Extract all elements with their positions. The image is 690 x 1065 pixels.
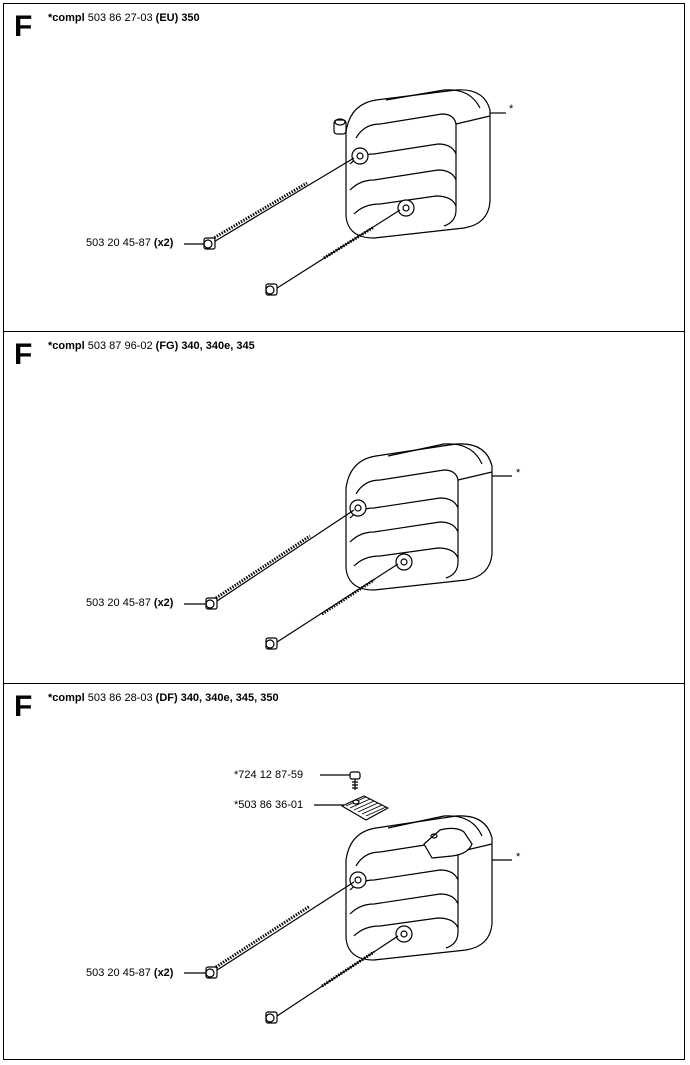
bolt-part-number: 503 20 45-87 (86, 237, 151, 249)
part-number: 503 87 96-02 (87, 340, 153, 352)
muffler-marker: * (516, 851, 521, 863)
section-letter: F (14, 338, 33, 371)
section-letter: F (14, 10, 33, 43)
bolt-label: 503 20 45-87 (x2) (86, 238, 173, 249)
title-prefix: *compl (48, 692, 85, 704)
title-prefix: *compl (48, 12, 85, 24)
screw-label: *724 12 87-59 (234, 769, 304, 781)
section-df-340: F *compl 503 86 28-03 (DF) 340, 340e, 34… (4, 683, 684, 1058)
bolt-label: 503 20 45-87 (x2) (86, 598, 173, 609)
bolt-label: 503 20 45-87 (x2) (86, 968, 173, 979)
spark-screen-label: *503 86 36-01 (234, 799, 304, 811)
bolt-part-number: 503 20 45-87 (86, 967, 151, 979)
section-title: *compl 503 86 28-03 (DF) 340, 340e, 345,… (48, 693, 279, 704)
muffler-assembly-drawing (184, 89, 506, 296)
parts-sheet: F *compl 503 86 27-03 (EU) 350 (3, 3, 685, 1060)
variant: (DF) 340, 340e, 345, 350 (155, 692, 279, 704)
section-fg-340: F *compl 503 87 96-02 (FG) 340, 340e, 34… (4, 331, 684, 683)
bolt-quantity: (x2) (153, 237, 174, 249)
variant: (FG) 340, 340e, 345 (155, 340, 255, 352)
bolt-quantity: (x2) (153, 967, 174, 979)
bolt-quantity: (x2) (153, 597, 174, 609)
section-eu-350: F *compl 503 86 27-03 (EU) 350 (4, 4, 684, 331)
section-letter: F (14, 690, 33, 723)
bolt-part-number: 503 20 45-87 (86, 597, 151, 609)
part-number: 503 86 27-03 (87, 12, 153, 24)
muffler-marker: * (516, 467, 521, 479)
muffler-assembly-drawing (184, 443, 512, 650)
part-number: 503 86 28-03 (87, 692, 153, 704)
title-prefix: *compl (48, 340, 85, 352)
muffler-assembly-drawing (184, 771, 512, 1024)
section-title: *compl 503 86 27-03 (EU) 350 (48, 13, 200, 24)
muffler-marker: * (509, 103, 514, 115)
section-title: *compl 503 87 96-02 (FG) 340, 340e, 345 (48, 341, 255, 352)
variant: (EU) 350 (155, 12, 200, 24)
